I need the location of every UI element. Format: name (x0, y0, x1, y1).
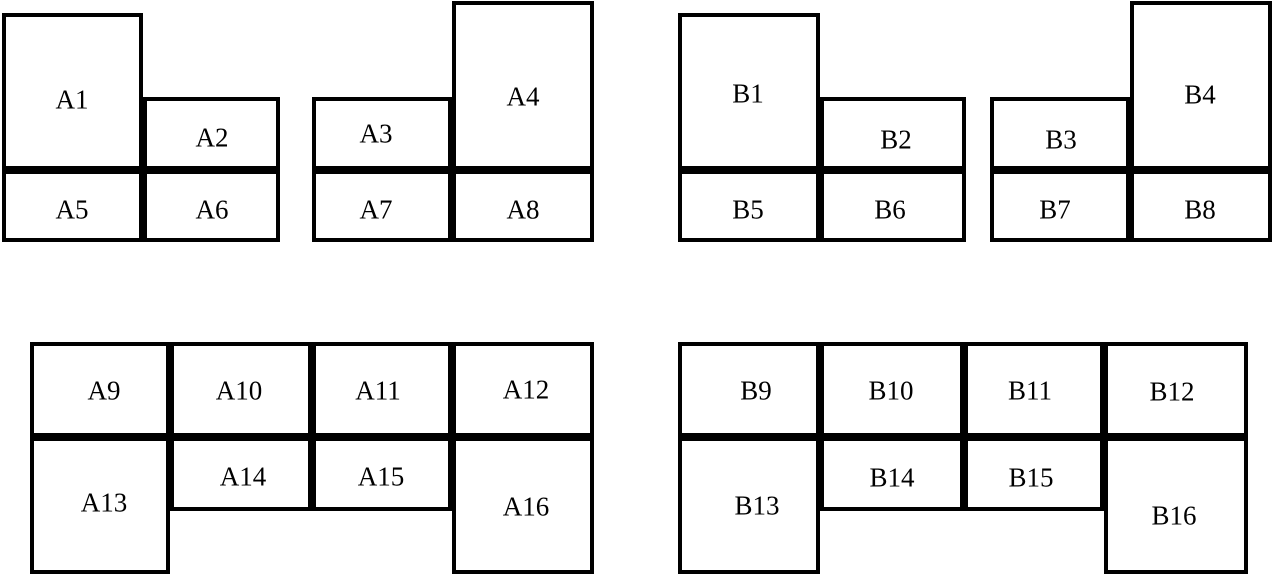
cell-label-a11: A11 (355, 375, 401, 406)
cell-label-a14: A14 (219, 461, 267, 492)
cell-b2[interactable] (820, 97, 966, 170)
cell-b3[interactable] (990, 97, 1130, 170)
cell-a11[interactable] (312, 342, 452, 437)
cell-a12[interactable] (452, 342, 594, 437)
cell-label-b13: B13 (734, 490, 780, 521)
cell-label-b15: B15 (1008, 462, 1054, 493)
cell-b8[interactable] (1130, 170, 1272, 242)
cell-label-a5: A5 (55, 194, 89, 225)
cell-a16[interactable] (452, 437, 594, 574)
cell-b15[interactable] (964, 437, 1104, 511)
cell-b12[interactable] (1104, 342, 1248, 437)
cell-a4[interactable] (452, 1, 594, 170)
cell-b9[interactable] (678, 342, 820, 437)
cell-label-b5: B5 (732, 194, 764, 225)
cell-b13[interactable] (678, 437, 820, 574)
cell-label-b11: B11 (1007, 375, 1053, 406)
cell-label-b10: B10 (868, 375, 914, 406)
cell-b16[interactable] (1104, 437, 1248, 574)
cell-label-a10: A10 (215, 375, 263, 406)
cell-b14[interactable] (820, 437, 964, 511)
cell-label-a3: A3 (359, 118, 393, 149)
cell-label-a12: A12 (502, 374, 550, 405)
cell-label-b14: B14 (869, 462, 915, 493)
cell-b4[interactable] (1130, 1, 1272, 170)
cell-b10[interactable] (820, 342, 964, 437)
cell-label-b12: B12 (1149, 376, 1195, 407)
cell-label-b7: B7 (1039, 194, 1071, 225)
cell-a1[interactable] (2, 13, 143, 170)
cell-label-b16: B16 (1151, 500, 1197, 531)
cell-label-a1: A1 (55, 84, 89, 115)
cell-label-b3: B3 (1045, 124, 1077, 155)
cell-a9[interactable] (30, 342, 170, 437)
cell-a14[interactable] (170, 437, 312, 511)
cell-label-b6: B6 (874, 194, 906, 225)
cell-a5[interactable] (2, 170, 143, 242)
cell-label-a2: A2 (195, 122, 229, 153)
cell-a3[interactable] (312, 97, 452, 170)
cell-label-b4: B4 (1184, 79, 1216, 110)
cell-label-a7: A7 (359, 194, 393, 225)
cell-label-b9: B9 (740, 375, 772, 406)
cell-label-a8: A8 (506, 194, 540, 225)
cell-a6[interactable] (143, 170, 280, 242)
cell-label-a16: A16 (502, 491, 550, 522)
cell-a7[interactable] (312, 170, 452, 242)
cell-label-a9: A9 (87, 375, 121, 406)
cell-b6[interactable] (820, 170, 966, 242)
cell-a8[interactable] (452, 170, 594, 242)
cell-label-a15: A15 (357, 461, 405, 492)
cell-a15[interactable] (312, 437, 452, 511)
cell-b5[interactable] (678, 170, 820, 242)
cell-b11[interactable] (964, 342, 1104, 437)
cell-b1[interactable] (678, 13, 820, 170)
cell-label-b8: B8 (1184, 194, 1216, 225)
cell-a10[interactable] (170, 342, 312, 437)
cell-b7[interactable] (990, 170, 1130, 242)
cell-label-b2: B2 (880, 124, 912, 155)
cell-label-a4: A4 (506, 81, 540, 112)
cell-label-a13: A13 (80, 487, 128, 518)
cell-label-b1: B1 (732, 78, 764, 109)
cell-label-a6: A6 (195, 194, 229, 225)
cell-a2[interactable] (143, 97, 280, 170)
cell-a13[interactable] (30, 437, 170, 574)
